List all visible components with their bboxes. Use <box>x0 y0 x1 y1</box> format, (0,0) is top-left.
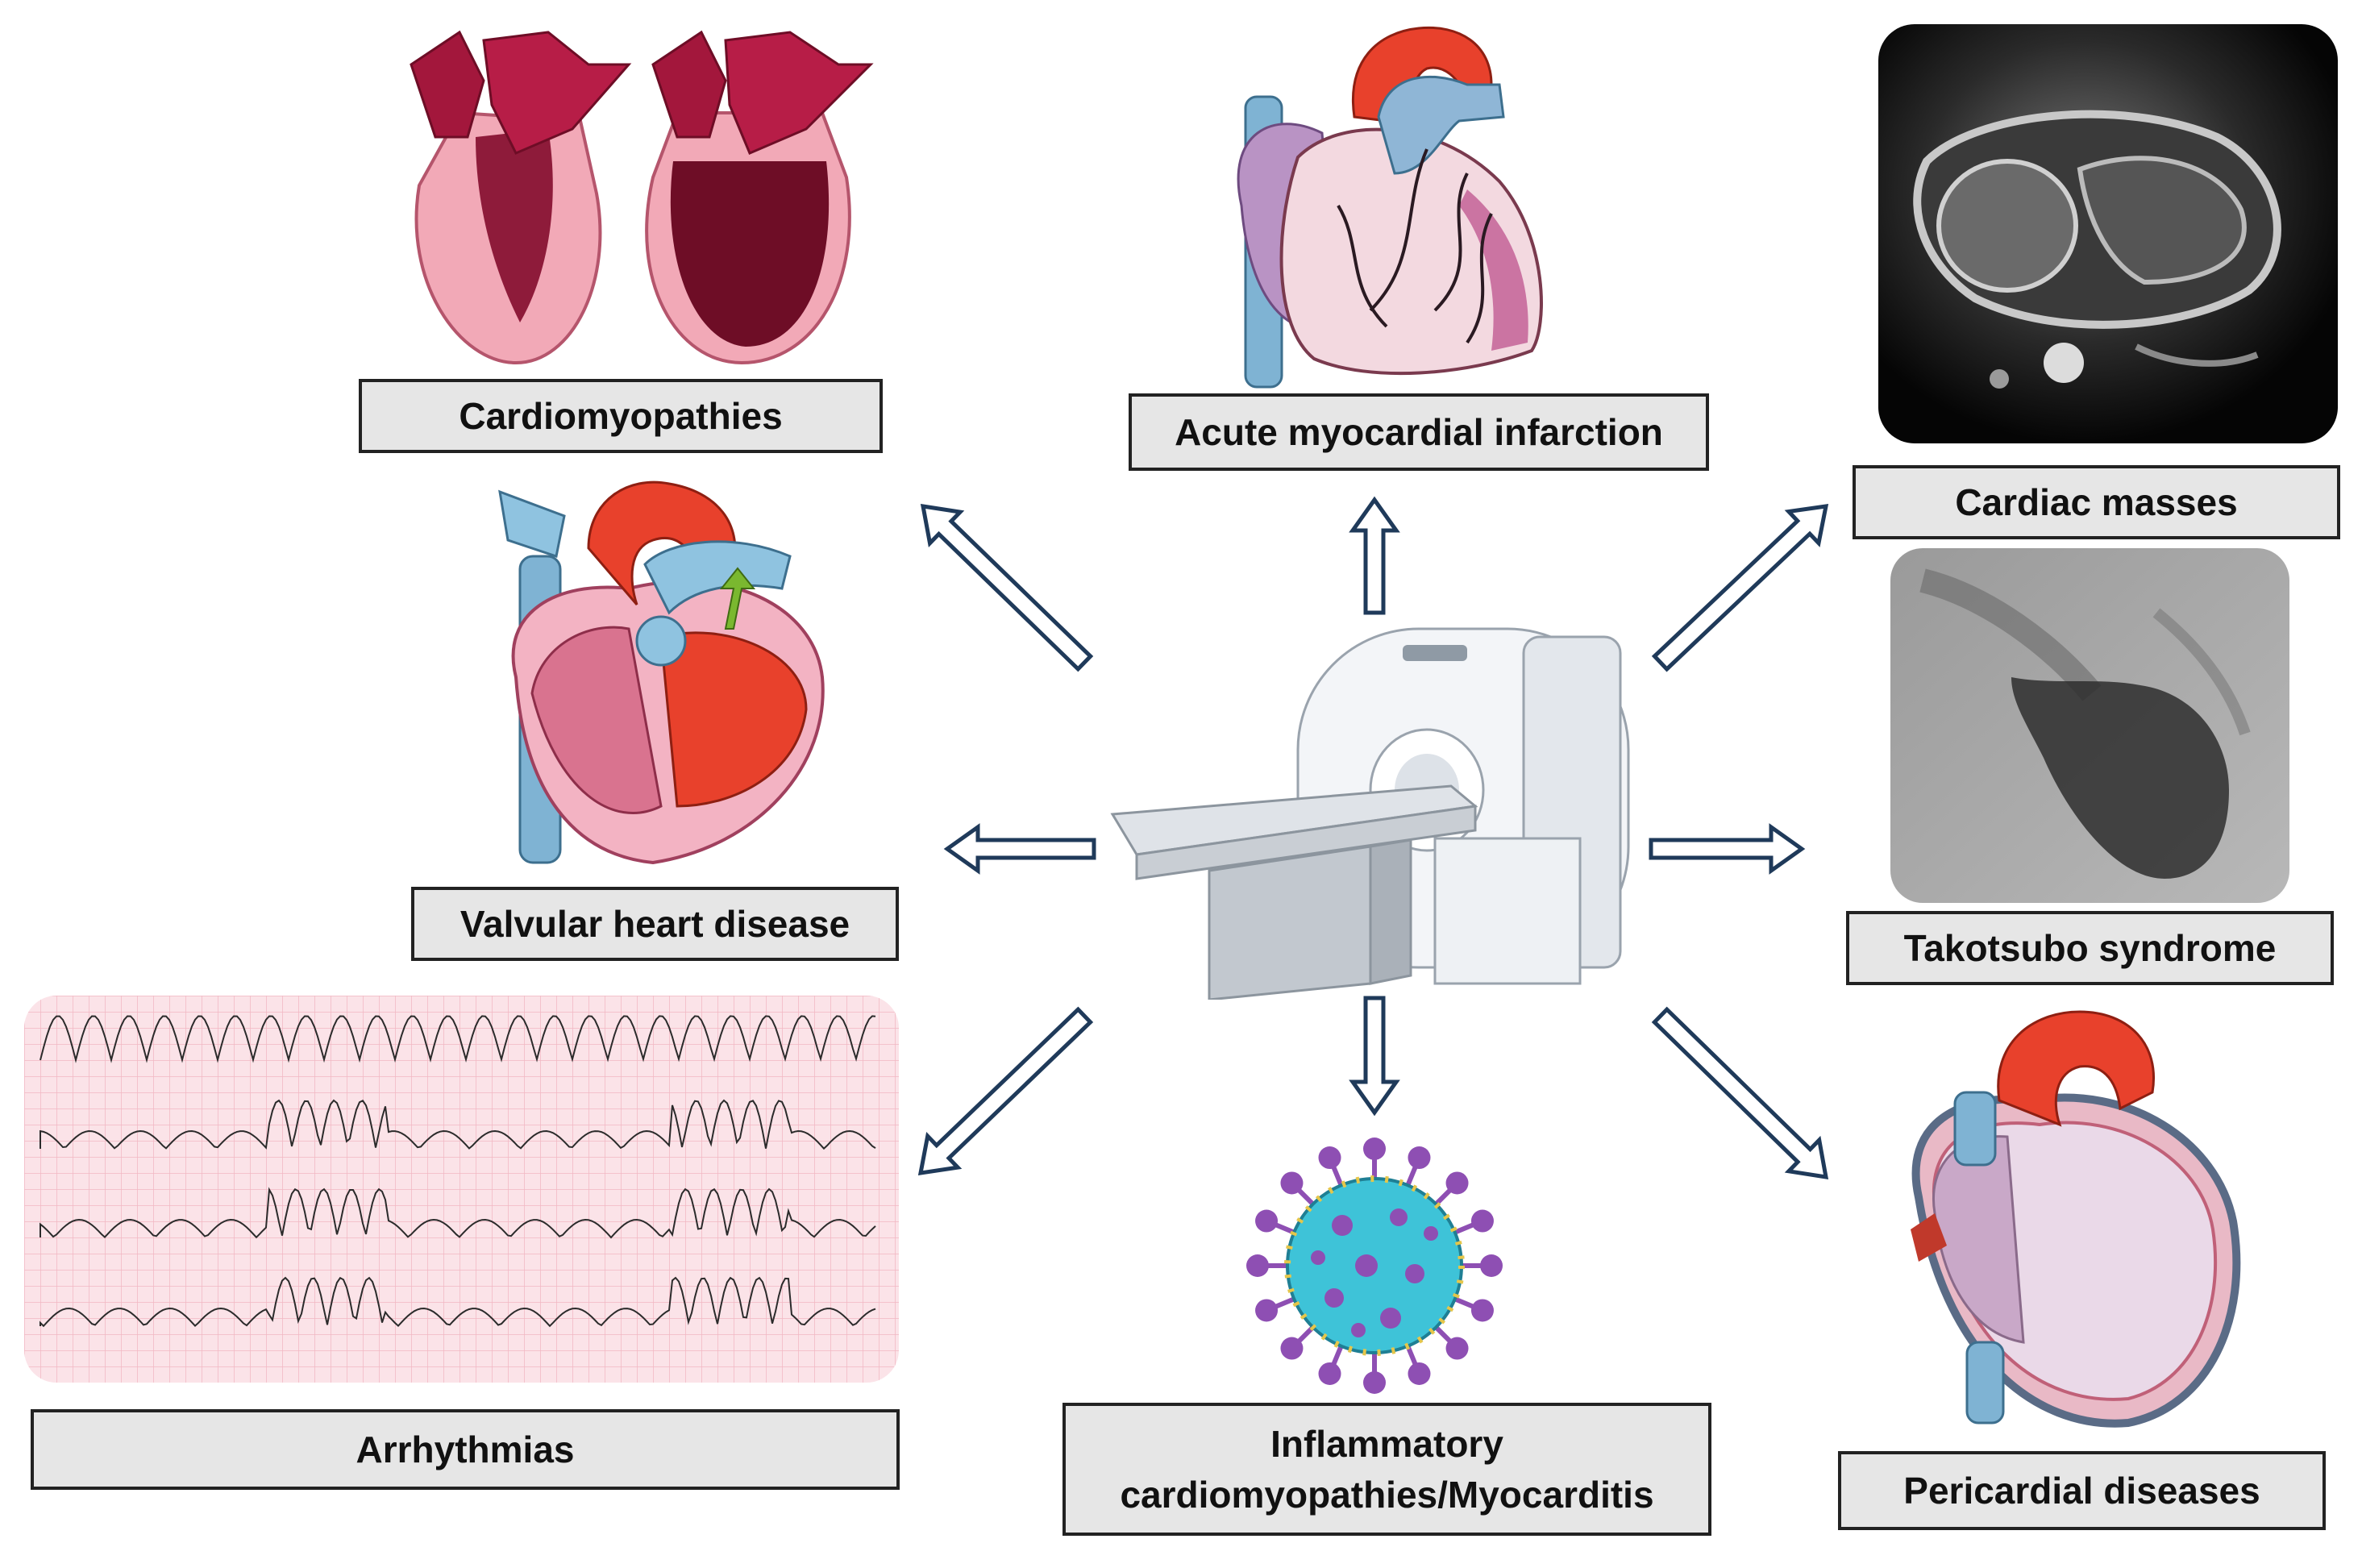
pericardial-label: Pericardial diseases <box>1838 1451 2326 1530</box>
cardiomyopathies-heart-icon <box>387 16 887 371</box>
valvular-text: Valvular heart disease <box>460 902 850 945</box>
arrhythmias-text: Arrhythmias <box>356 1428 575 1470</box>
virus-spike-head <box>1470 1299 1494 1322</box>
acute-mi-text: Acute myocardial infarction <box>1175 410 1663 453</box>
virus-icon <box>1237 1129 1512 1403</box>
virus-spike-head <box>1280 1337 1304 1360</box>
myocarditis-text-line2: cardiomyopathies/Myocarditis <box>1120 1473 1654 1516</box>
virus-spike-head <box>1246 1254 1269 1277</box>
arrow-to-valvular <box>943 823 1096 875</box>
arrow-to-cardiac-masses <box>1651 504 1829 672</box>
ecg-trace <box>40 1276 876 1328</box>
mri-scanner-icon <box>1104 613 1645 1000</box>
ventriculogram-image <box>1890 548 2289 903</box>
arrow-to-pericardial <box>1651 1006 1829 1180</box>
virus-spike-head <box>1363 1371 1386 1394</box>
ecg-trace <box>40 1099 876 1150</box>
myocarditis-text-line1: Inflammatory <box>1270 1423 1503 1466</box>
arrows <box>917 496 1829 1180</box>
myocarditis-label: Inflammatory cardiomyopathies/Myocarditi… <box>1062 1403 1711 1536</box>
infarcted-heart-icon <box>1225 20 1564 391</box>
cardiomyopathies-text: Cardiomyopathies <box>459 394 783 437</box>
virus-spike-head <box>1363 1138 1386 1160</box>
cardiac-masses-label: Cardiac masses <box>1853 465 2340 539</box>
ecg-strip-image <box>24 996 899 1383</box>
takotsubo-label: Takotsubo syndrome <box>1846 911 2334 985</box>
virus-spike-head <box>1255 1209 1279 1233</box>
virus-spike-head <box>1318 1146 1341 1170</box>
cardiac-mri-image <box>1878 24 2338 443</box>
arrow-to-acute-mi <box>1349 496 1400 615</box>
arrow-to-arrhythmias <box>917 1006 1094 1175</box>
cardiac-masses-text: Cardiac masses <box>1955 480 2238 523</box>
virus-spike-head <box>1255 1299 1279 1322</box>
valvular-heart-icon <box>492 468 846 871</box>
arrhythmias-label: Arrhythmias <box>31 1409 900 1490</box>
arrow-to-myocarditis <box>1349 996 1400 1117</box>
pericardial-text: Pericardial diseases <box>1903 1469 2260 1512</box>
cardiomyopathies-label: Cardiomyopathies <box>359 379 883 453</box>
virus-spike-head <box>1445 1171 1469 1195</box>
virus-spike-head <box>1408 1362 1431 1385</box>
virus-spike-head <box>1280 1171 1304 1195</box>
ecg-trace <box>40 1015 876 1063</box>
virus-spike-head <box>1408 1146 1431 1170</box>
virus-spike-head <box>1445 1337 1469 1360</box>
takotsubo-text: Takotsubo syndrome <box>1903 926 2277 969</box>
virus-spike-head <box>1470 1209 1494 1233</box>
pericardium-heart-icon <box>1886 1004 2265 1431</box>
acute-mi-label: Acute myocardial infarction <box>1129 393 1709 471</box>
ecg-trace <box>40 1187 876 1239</box>
valvular-label: Valvular heart disease <box>411 887 899 961</box>
arrow-to-takotsubo <box>1649 823 1806 875</box>
virus-spike-head <box>1480 1254 1503 1277</box>
virus-spike-head <box>1318 1362 1341 1385</box>
arrow-to-cardiomyopathies <box>920 503 1094 672</box>
